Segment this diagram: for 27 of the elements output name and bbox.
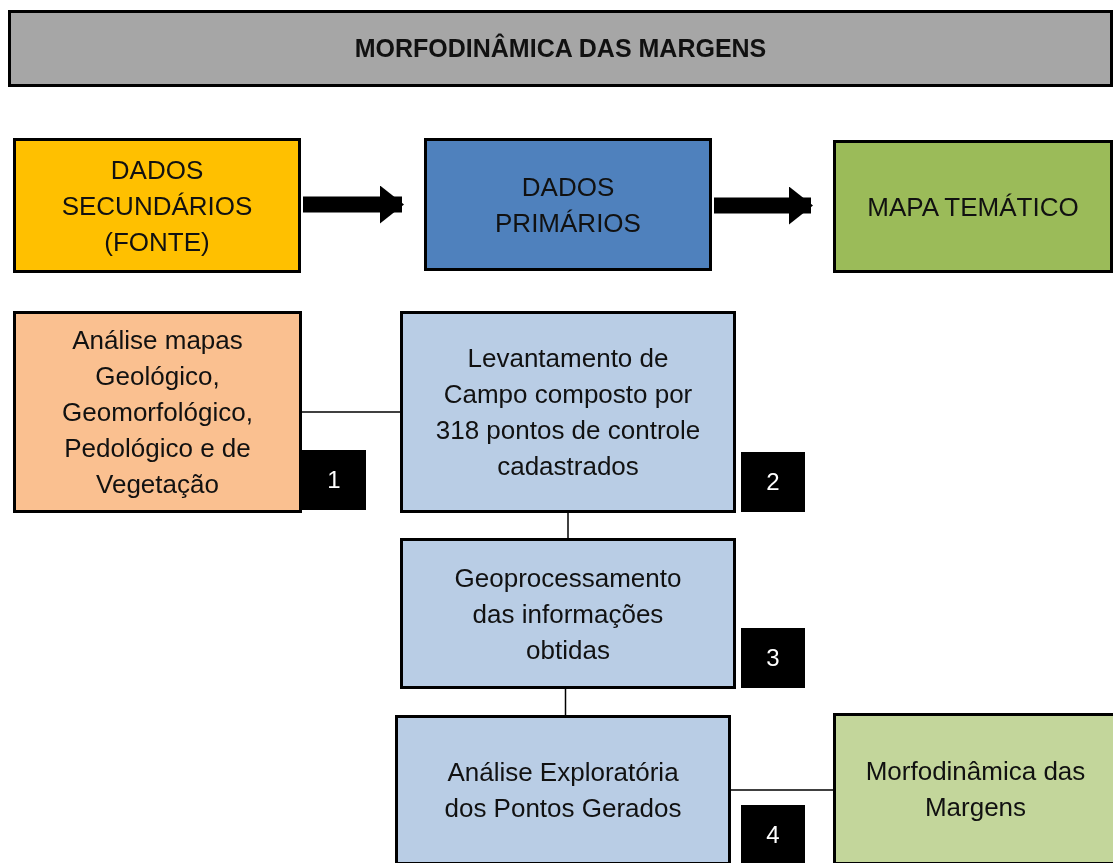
process-box xyxy=(13,311,302,513)
process-box xyxy=(400,311,736,513)
block-arrow xyxy=(303,185,404,224)
step-number: 2 xyxy=(741,452,805,512)
connector-line xyxy=(301,411,401,413)
box-text: Levantamento de Campo composto por 318 pontos de controle cadastrados xyxy=(434,342,702,483)
box-text: DADOS SECUNDÁRIOS (FONTE) xyxy=(60,153,254,259)
process-box xyxy=(400,538,736,689)
process-box xyxy=(13,138,301,273)
title-banner: MORFODINÂMICA DAS MARGENS xyxy=(8,10,1113,87)
process-box xyxy=(833,140,1113,273)
box-text: DADOS PRIMÁRIOS xyxy=(494,170,642,240)
box-text: Análise mapas Geológico, Geomorfológico, Pedológico e de Vegetação xyxy=(61,324,254,501)
box-text: MAPA TEMÁTICO xyxy=(866,190,1080,224)
box-text: Geoprocessamento das informações obtidas xyxy=(453,561,683,667)
step-number: 1 xyxy=(302,450,366,510)
connector-line xyxy=(564,688,567,716)
connector-line xyxy=(730,789,834,791)
connector-line xyxy=(567,512,569,539)
box-text: Análise Exploratória dos Pontos Gerados xyxy=(443,756,683,825)
process-box xyxy=(424,138,712,271)
process-box xyxy=(833,713,1113,863)
step-number: 4 xyxy=(741,805,805,863)
step-number: 3 xyxy=(741,628,805,688)
process-box xyxy=(395,715,731,863)
box-text: Morfodinâmica das Margens xyxy=(864,755,1087,824)
block-arrow xyxy=(714,186,813,225)
